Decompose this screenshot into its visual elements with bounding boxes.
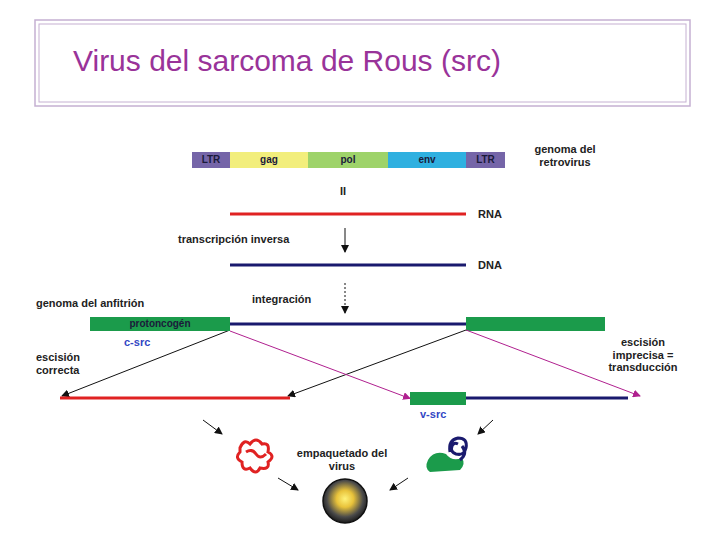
- equivalence-mark: II: [340, 185, 346, 198]
- step-arrow: [345, 228, 346, 252]
- ltr-segment: LTR: [466, 152, 505, 168]
- dna-tangle-icon: [450, 438, 467, 460]
- vsrc-box: v-src: [410, 392, 466, 405]
- pol-segment: pol: [308, 152, 388, 168]
- strand-name: DNA: [478, 259, 502, 272]
- genome-caption: genoma del retrovirus: [522, 143, 608, 168]
- step-name: integración: [252, 293, 311, 306]
- title: Virus del sarcoma de Rous (src): [73, 44, 501, 77]
- small-arrow: [278, 478, 298, 490]
- title-frame: [35, 20, 690, 106]
- host-genome-caption: genoma del anfitrión: [36, 297, 144, 310]
- node-label: env: [418, 155, 435, 165]
- node-label: LTR: [202, 155, 221, 165]
- node-label: v-src: [420, 409, 446, 420]
- step-arrow: [345, 283, 346, 313]
- rna-strand: [60, 397, 290, 400]
- step-name: transcripción inversa: [178, 233, 289, 246]
- rna-strand: [230, 213, 466, 216]
- rna-tangle-icon: [237, 440, 272, 472]
- host-dna-segment: [466, 317, 605, 331]
- small-arrow: [203, 420, 222, 434]
- excision-arrow: [288, 330, 466, 396]
- gag-segment: gag: [230, 152, 308, 168]
- excision-caption: escisión correcta: [36, 351, 102, 376]
- dna-strand: [230, 264, 466, 267]
- small-arrow: [390, 478, 408, 490]
- gene-name: c-src: [124, 337, 150, 348]
- packaging-caption: empaquetado del virus: [296, 447, 388, 472]
- excision-caption: escisión imprecisa = transducción: [595, 336, 691, 374]
- title-frame-inner: [39, 24, 686, 102]
- dna-strand: [466, 397, 628, 400]
- small-arrow: [478, 420, 493, 434]
- protooncogene-box: protoncogénc-src: [90, 317, 230, 331]
- strand-name: RNA: [478, 208, 502, 221]
- transduction-arrow: [230, 331, 410, 399]
- provirus-dna: [230, 323, 466, 326]
- node-label: gag: [260, 155, 278, 165]
- virus-particle: [323, 479, 367, 523]
- excision-arrow: [62, 330, 230, 396]
- node-label: LTR: [476, 155, 495, 165]
- node-label: protoncogén: [129, 319, 190, 329]
- node-label: pol: [341, 155, 356, 165]
- env-segment: env: [388, 152, 466, 168]
- ltr-segment: LTR: [192, 152, 230, 168]
